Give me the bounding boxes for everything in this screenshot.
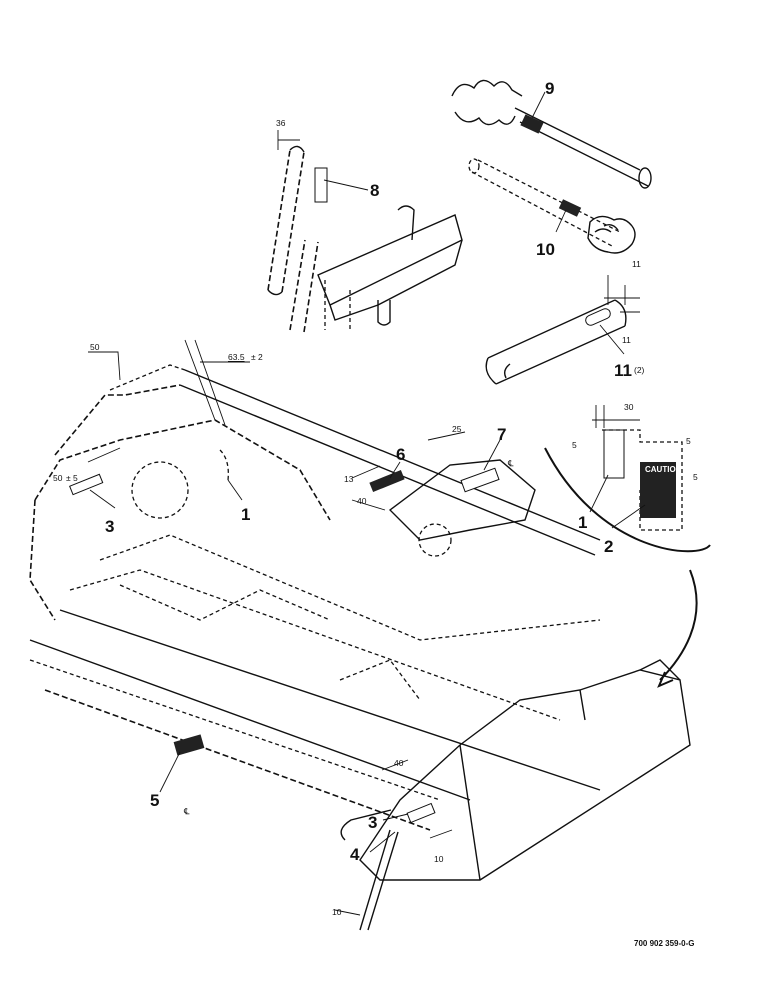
dim-63-tol: ± 2 bbox=[251, 352, 263, 362]
dim-10-right: 10 bbox=[434, 854, 444, 864]
dim-50: 50 bbox=[90, 342, 100, 352]
dim-5-left: 5 bbox=[572, 440, 577, 450]
decal-9 bbox=[520, 114, 544, 134]
caution-label: CAUTION bbox=[645, 465, 682, 474]
dim-30: 30 bbox=[624, 402, 634, 412]
callout-3-right: 3 bbox=[368, 813, 377, 832]
dim-50-val: 50 bbox=[53, 473, 63, 483]
decal-6 bbox=[369, 469, 405, 493]
shield-tube bbox=[485, 275, 640, 385]
dim-50-tol: ± 5 bbox=[66, 473, 78, 483]
dim-25: 25 bbox=[452, 424, 462, 434]
driveline-upper-shaft bbox=[451, 79, 652, 189]
callout-9: 9 bbox=[545, 79, 554, 98]
centerline-mark-lower: ℄ bbox=[183, 806, 190, 816]
callout-10: 10 bbox=[536, 240, 555, 259]
detail-callout-1: 1 bbox=[578, 513, 587, 532]
dim-10-bottom: 10 bbox=[332, 907, 342, 917]
dim-11-upper: 11 bbox=[632, 259, 641, 269]
hitch-assembly bbox=[267, 130, 463, 333]
callout-8: 8 bbox=[370, 181, 379, 200]
callout-7: 7 bbox=[497, 425, 506, 444]
dim-5-right-bottom: 5 bbox=[693, 472, 698, 482]
decal-3-right bbox=[406, 802, 436, 824]
decal-11 bbox=[585, 308, 611, 326]
detail-callout-2: 2 bbox=[604, 537, 613, 556]
leader-lines bbox=[89, 91, 646, 853]
decal-10 bbox=[558, 199, 582, 217]
callout-5: 5 bbox=[150, 791, 159, 810]
callout-1: 1 bbox=[241, 505, 250, 524]
dim-63-5: 63.5 bbox=[228, 352, 245, 362]
decal-5 bbox=[173, 734, 205, 756]
dim-36: 36 bbox=[276, 118, 286, 128]
dim-11-lower: 11 bbox=[622, 335, 631, 345]
decal-7 bbox=[460, 467, 500, 493]
driveline-lower-shaft bbox=[468, 158, 636, 254]
decal-8 bbox=[314, 167, 328, 203]
callout-11: 11 bbox=[614, 361, 632, 380]
header-body bbox=[29, 364, 691, 931]
drawing-reference-number: 700 902 359-0-G bbox=[634, 939, 695, 948]
dim-40-upper: 40 bbox=[357, 496, 367, 506]
dimension-lines bbox=[87, 339, 466, 916]
callout-4: 4 bbox=[350, 845, 360, 864]
centerline-mark-upper: ℄ bbox=[507, 458, 514, 468]
detail-view: CAUTION bbox=[544, 405, 711, 688]
dim-13: 13 bbox=[344, 474, 354, 484]
decal-3-left bbox=[69, 473, 104, 496]
dim-40-lower: 40 bbox=[394, 758, 404, 768]
callout-3-left: 3 bbox=[105, 517, 114, 536]
detail-decal-2 bbox=[640, 462, 676, 518]
detail-decal-1 bbox=[603, 429, 625, 479]
callout-6: 6 bbox=[396, 445, 405, 464]
callout-11-qty: (2) bbox=[634, 365, 645, 375]
dim-5-right-top: 5 bbox=[686, 436, 691, 446]
